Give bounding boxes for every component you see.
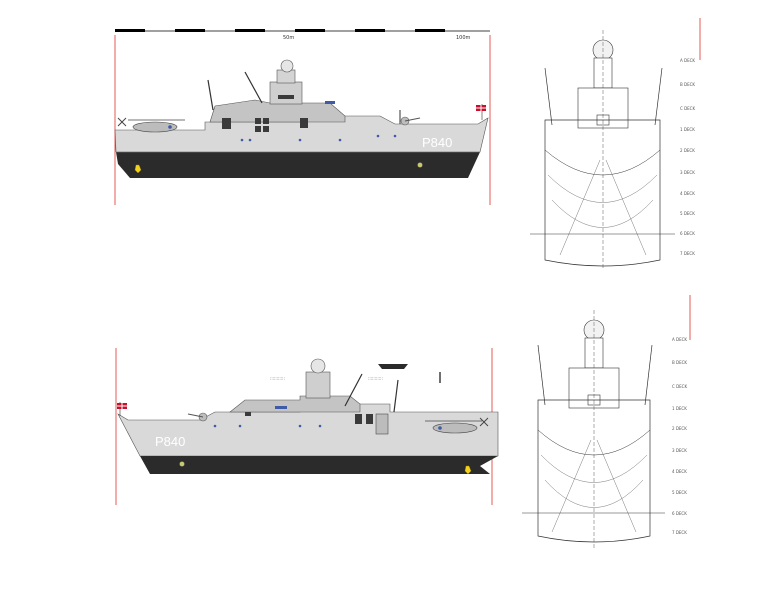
ensign-flag-icon: [476, 104, 486, 120]
deck-label: 6 DECK: [672, 511, 687, 516]
deck-label: 4 DECK: [672, 469, 687, 474]
deck-label: B DECK: [672, 360, 687, 365]
hatched-marking: :::::::::::: [368, 376, 383, 381]
side-profile-starboard: 50m 100m: [114, 29, 491, 205]
hatched-marking: :::::::::::: [270, 376, 285, 381]
scale-bar: 50m 100m: [115, 29, 490, 41]
radar-dome-icon: [310, 358, 326, 374]
deck-label: 1 DECK: [680, 127, 695, 132]
hull-number-bottom: P840: [155, 434, 185, 449]
deck-label: 6 DECK: [680, 231, 695, 236]
helicopter-icon: [425, 417, 489, 434]
deck-label: C DECK: [672, 384, 687, 389]
deck-label: 2 DECK: [672, 426, 687, 431]
side-profile-port: ::::::::::: ::::::::::: P840: [115, 348, 499, 505]
portholes: [240, 101, 397, 142]
deck-label: 5 DECK: [680, 211, 695, 216]
front-hull-outline: [544, 119, 661, 267]
antenna-mast-icon: [244, 71, 263, 104]
scale-label-50m: 50m: [283, 35, 294, 41]
propeller-icon: [134, 164, 142, 174]
helicopter-icon: [117, 117, 185, 133]
hull-boot-top: [140, 456, 498, 474]
deck-labels-top: A DECK B DECK C DECK 1 DECK 2 DECK 3 DEC…: [680, 58, 695, 256]
deck-label: 1 DECK: [672, 406, 687, 411]
deck-label: 4 DECK: [680, 191, 695, 196]
deck-label: 7 DECK: [680, 251, 695, 256]
deck-label: 2 DECK: [680, 148, 695, 153]
bridge-block: [305, 371, 331, 399]
scale-label-100m: 100m: [456, 35, 471, 41]
front-view-top: A DECK B DECK C DECK 1 DECK 2 DECK 3 DEC…: [530, 18, 701, 270]
rhib-boat-icon: [378, 364, 408, 369]
bridge-block: [269, 81, 303, 105]
hull-number-top: P840: [422, 135, 452, 150]
antenna-mast-icon: [344, 373, 363, 407]
deck-label: 7 DECK: [672, 530, 687, 535]
propeller-icon: [464, 465, 472, 475]
superstructure: [229, 395, 361, 413]
deck-labels-bottom: A DECK B DECK C DECK 1 DECK 2 DECK 3 DEC…: [672, 337, 687, 535]
deck-label: A DECK: [680, 58, 695, 63]
hull-boot-top: [116, 152, 480, 178]
deck-label: A DECK: [672, 337, 687, 342]
front-hull-outline: [537, 399, 651, 543]
deck-label: 3 DECK: [672, 448, 687, 453]
deck-label: 3 DECK: [680, 170, 695, 175]
deck-label: C DECK: [680, 106, 695, 111]
portholes: [213, 406, 322, 428]
deck-label: B DECK: [680, 82, 695, 87]
windows: [245, 412, 389, 435]
ensign-flag-icon: [117, 402, 127, 416]
deck-label: 5 DECK: [672, 490, 687, 495]
windows: [222, 95, 308, 132]
front-view-bottom: A DECK B DECK C DECK 1 DECK 2 DECK 3 DEC…: [522, 295, 691, 548]
radar-dome-icon: [280, 59, 294, 73]
